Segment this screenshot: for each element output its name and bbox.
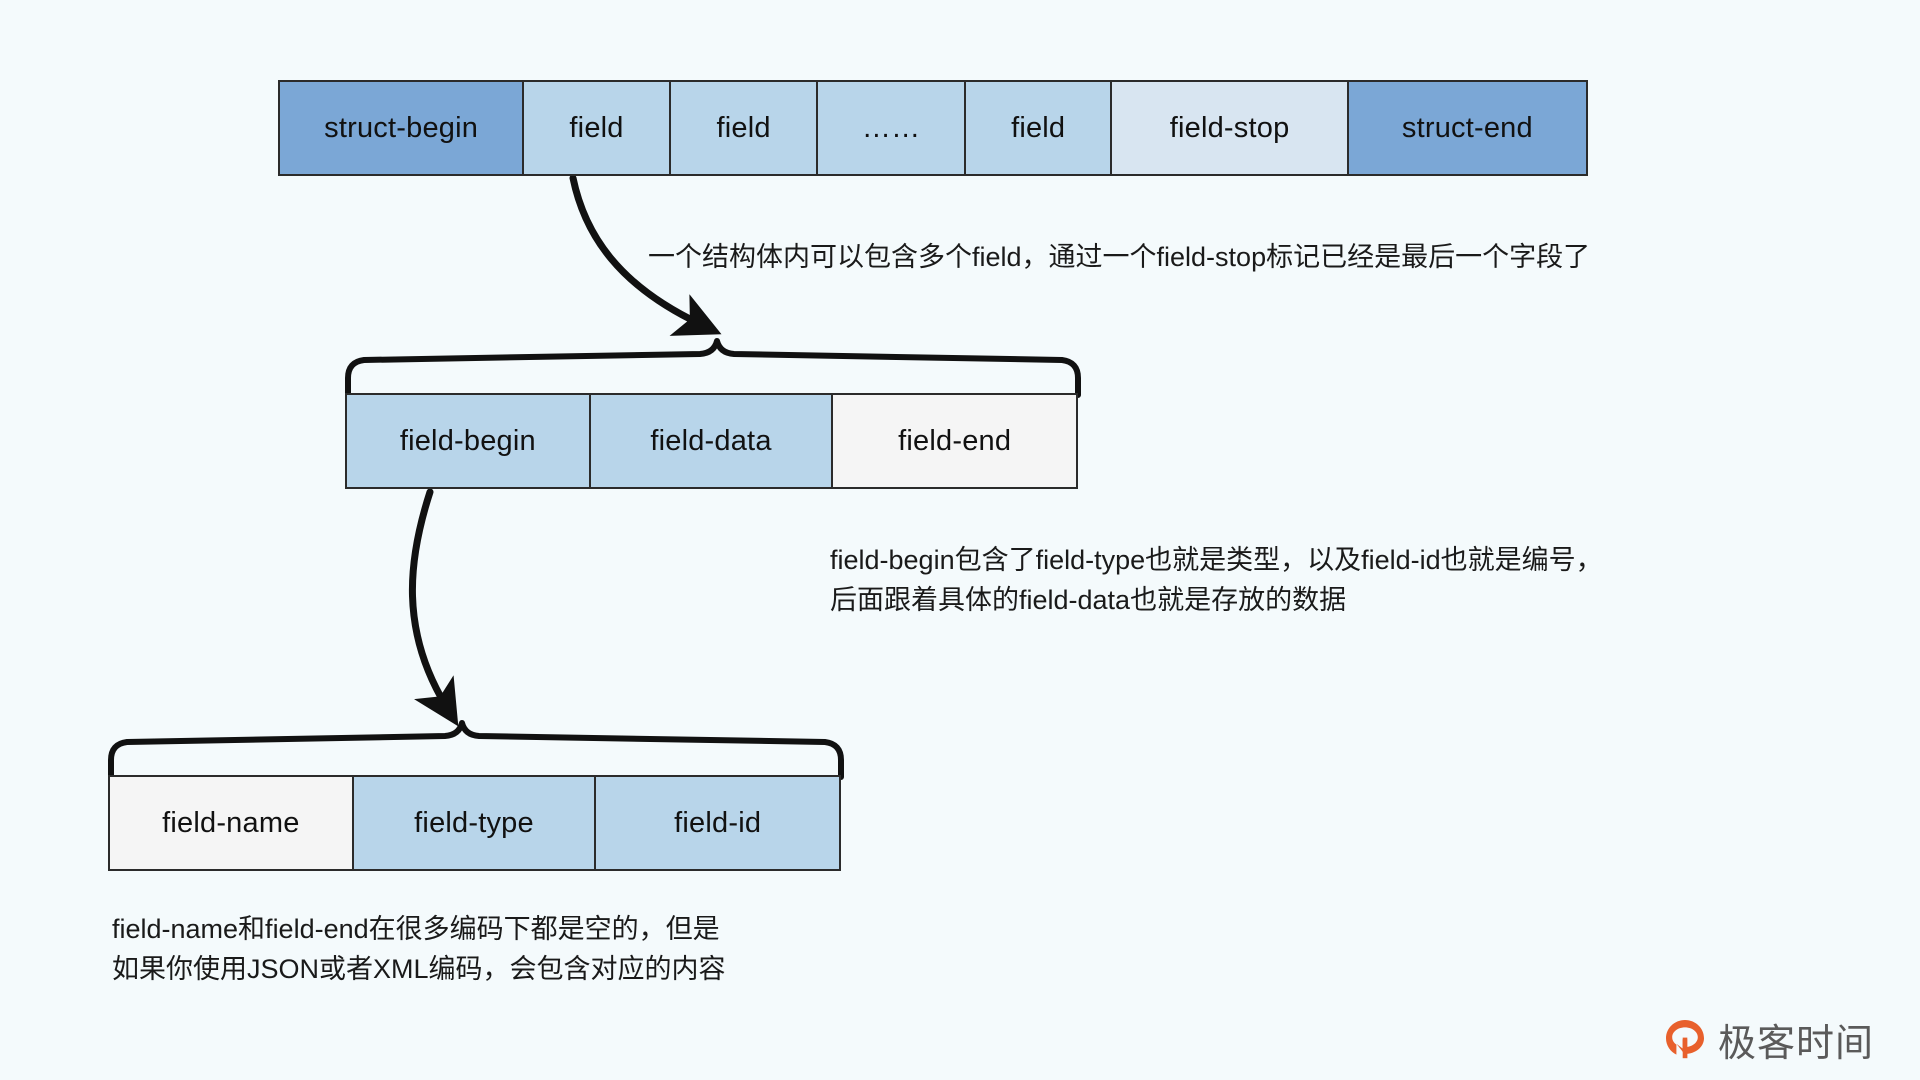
cell-field-3[interactable]: field	[965, 82, 1113, 174]
cell-label: field-end	[898, 424, 1012, 457]
annotation-struct: 一个结构体内可以包含多个field，通过一个field-stop标记已经是最后一…	[648, 242, 1591, 272]
cell-struct-end[interactable]: struct-end	[1348, 82, 1586, 174]
geektime-logo-icon	[1666, 1019, 1704, 1058]
cell-label: field-stop	[1169, 111, 1290, 144]
cell-label: field-data	[650, 424, 772, 457]
cell-label: field	[1011, 111, 1066, 144]
cell-field-id[interactable]: field-id	[596, 777, 839, 869]
cell-label: field-id	[674, 806, 762, 839]
struct-layout-row: struct-begin field field …… field field-…	[278, 80, 1588, 176]
cell-field-stop[interactable]: field-stop	[1112, 82, 1349, 174]
cell-label: field	[569, 111, 624, 144]
cell-label: field-type	[414, 806, 534, 839]
field-begin-layout-row: field-name field-type field-id	[108, 775, 841, 871]
cell-label: field-begin	[399, 424, 536, 457]
cell-field-data[interactable]: field-data	[590, 395, 834, 487]
cell-field-name[interactable]: field-name	[110, 777, 354, 869]
cell-label: struct-begin	[324, 111, 479, 144]
brace-field-begin	[108, 720, 844, 780]
annotation-field-begin: field-name和field-end在很多编码下都是空的，但是 如果你使用J…	[112, 914, 726, 984]
cell-label: field-name	[162, 806, 300, 839]
annotation-field: field-begin包含了field-type也就是类型，以及field-id…	[830, 545, 1603, 615]
cell-label: struct-end	[1401, 111, 1533, 144]
brace-field	[345, 338, 1081, 398]
cell-struct-begin[interactable]: struct-begin	[280, 82, 525, 174]
cell-field-type[interactable]: field-type	[353, 777, 597, 869]
arrow-fieldbegin-to-detail	[409, 488, 459, 727]
cell-field-end[interactable]: field-end	[833, 395, 1076, 487]
cell-field-begin[interactable]: field-begin	[347, 395, 591, 487]
cell-label: field	[716, 111, 771, 144]
cell-field-1[interactable]: field	[524, 82, 671, 174]
cell-label: ……	[861, 111, 921, 144]
cell-field-2[interactable]: field	[670, 82, 819, 174]
watermark-text: 极客时间	[1718, 1021, 1875, 1065]
field-layout-row: field-begin field-data field-end	[345, 393, 1078, 489]
watermark: 极客时间	[1662, 1012, 1874, 1067]
cell-ellipsis[interactable]: ……	[818, 82, 966, 174]
